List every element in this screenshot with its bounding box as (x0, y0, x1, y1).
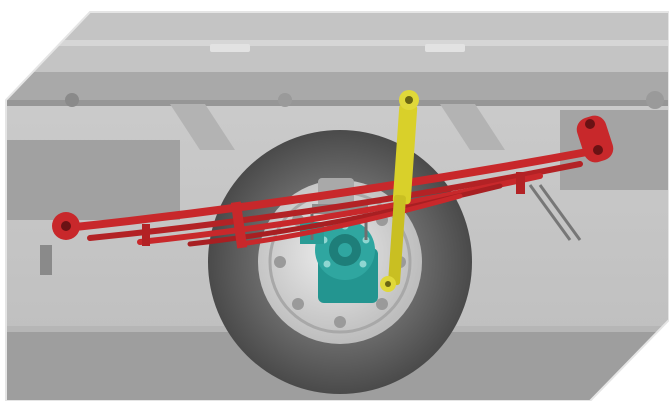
spring-rear-shackle (576, 115, 614, 163)
shock-absorber (380, 90, 419, 292)
leaf-spring (52, 115, 614, 249)
frame-border (5, 11, 669, 401)
